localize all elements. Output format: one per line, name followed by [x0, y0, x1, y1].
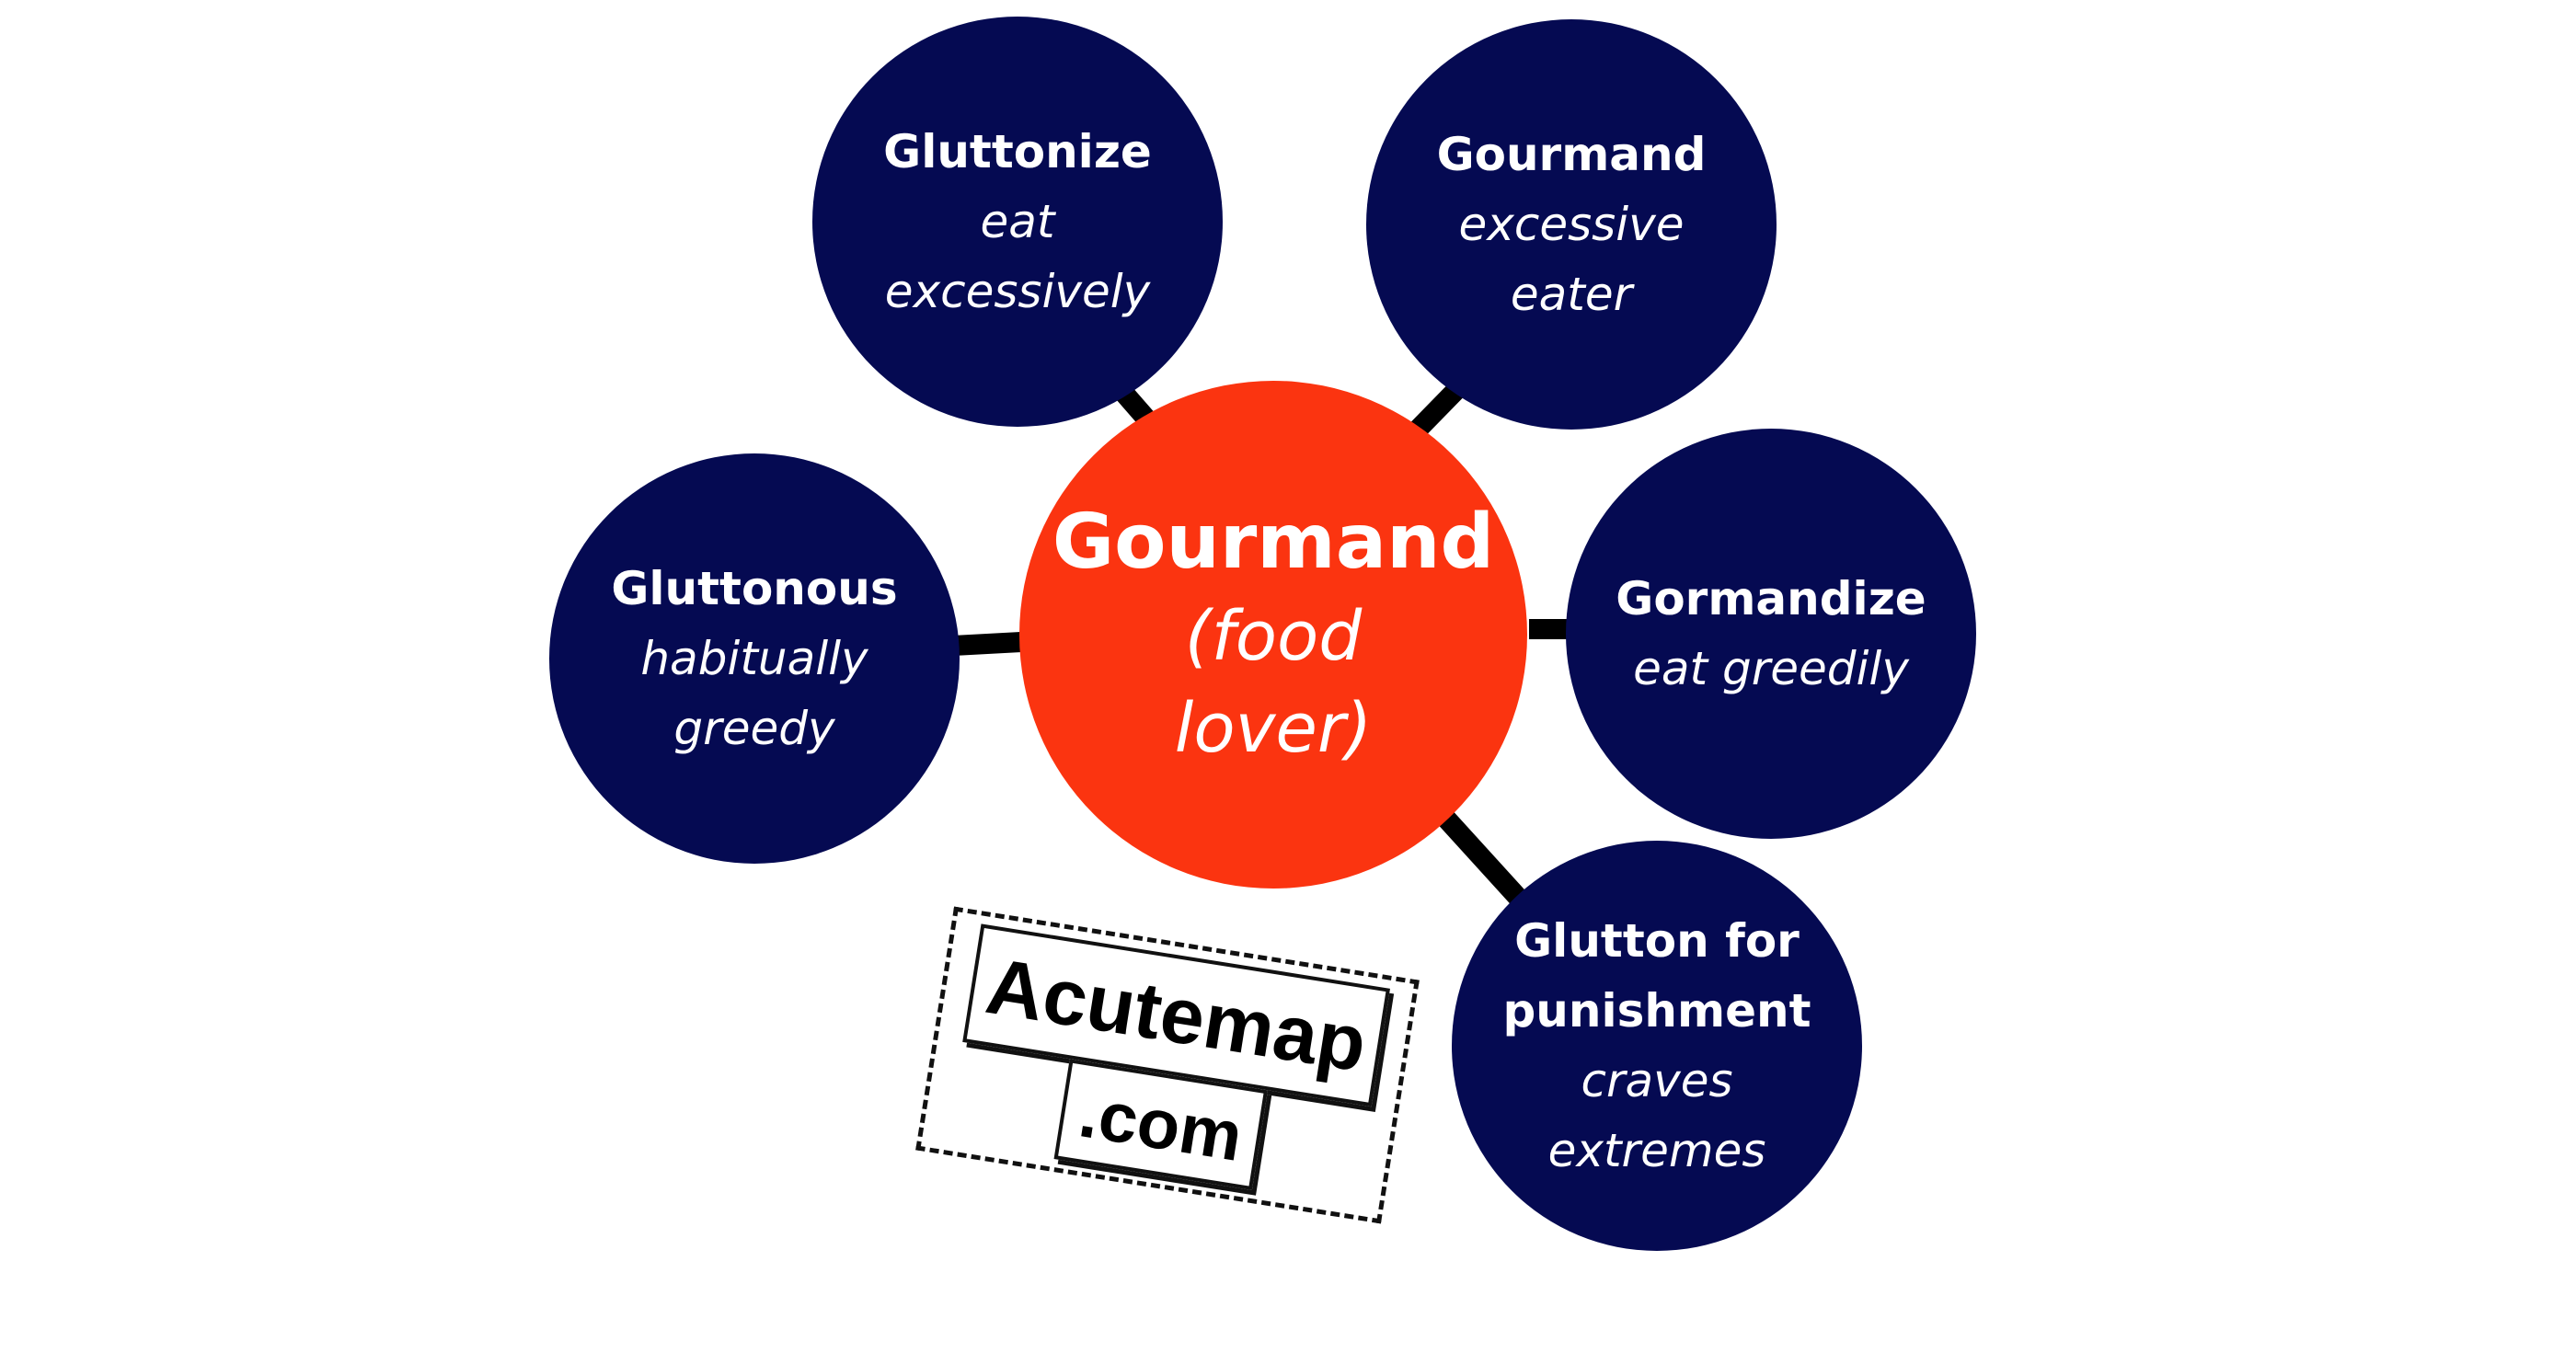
node-glutton-for-punishment-definition-line1: craves: [1581, 1054, 1733, 1107]
central-node-title: Gourmand: [1052, 499, 1495, 586]
node-gormandize: Gormandize eat greedily: [1566, 429, 1976, 839]
node-gourmand: Gourmand excessive eater: [1366, 19, 1777, 430]
node-gormandize-title: Gormandize: [1616, 572, 1926, 625]
node-gluttonous-definition-line1: habitually: [640, 632, 868, 685]
node-gluttonous-title: Gluttonous: [611, 562, 898, 615]
node-glutton-for-punishment: Glutton for punishment craves extremes: [1452, 841, 1862, 1251]
node-gluttonize: Gluttonize eat excessively: [812, 17, 1223, 427]
connector-gourmand: [1409, 384, 1463, 438]
node-gormandize-definition: eat greedily: [1633, 642, 1909, 695]
central-node-subtitle-line2: lover): [1174, 689, 1373, 768]
central-node-gourmand: Gourmand (food lover): [1019, 381, 1527, 889]
node-gluttonize-title: Gluttonize: [883, 125, 1152, 178]
node-gourmand-definition-line2: eater: [1510, 268, 1633, 321]
node-glutton-for-punishment-definition-line2: extremes: [1547, 1124, 1766, 1177]
node-gourmand-definition-line1: excessive: [1458, 198, 1685, 251]
node-glutton-for-punishment-title-line1: Glutton for: [1514, 914, 1800, 968]
node-gluttonize-definition-line2: excessively: [884, 265, 1151, 318]
stamp-domain-text: .com: [1074, 1072, 1248, 1176]
node-gluttonize-definition-line1: eat: [980, 195, 1055, 248]
connector-gluttonous: [952, 632, 1022, 656]
node-glutton-for-punishment-title-line2: punishment: [1502, 984, 1811, 1038]
node-gluttonous-definition-line2: greedy: [673, 702, 835, 755]
node-gourmand-title: Gourmand: [1436, 128, 1707, 181]
connector-glutton-for-punishment: [1438, 811, 1528, 907]
node-gluttonous: Gluttonous habitually greedy: [549, 453, 960, 864]
central-node-subtitle-line1: (food: [1184, 597, 1363, 676]
